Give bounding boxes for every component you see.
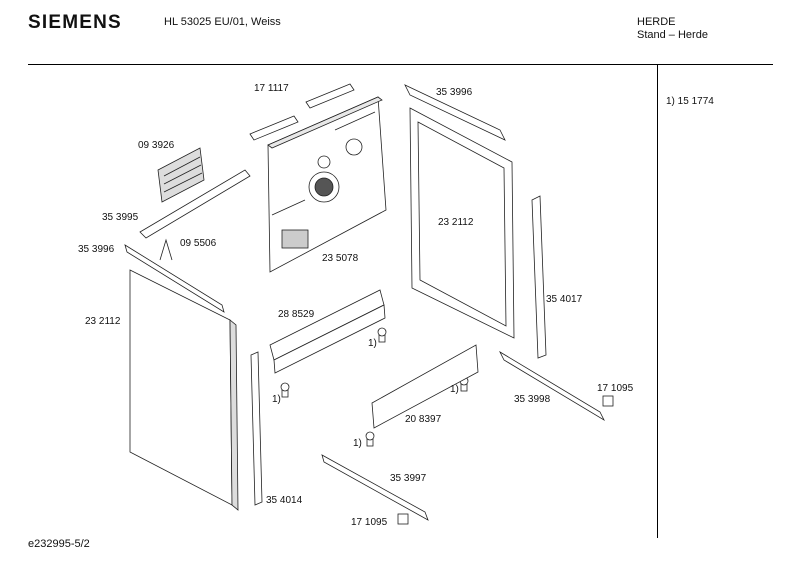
rail-part-bottom [321,454,429,521]
bracket-part-left [124,244,225,313]
model-title: HL 53025 EU/01, Weiss [164,16,281,28]
brand-logo: SIEMENS [28,12,122,33]
side-panel-left-part [129,269,239,511]
part-label: 09 5506 [180,238,217,249]
bracket-part [404,84,506,141]
foot-part [602,395,614,407]
clip-part [159,238,173,261]
part-label: 1) [368,338,377,349]
screw-part [280,327,469,447]
drawing-id: e232995-5/2 [28,538,90,550]
foot-part-bottom [397,513,409,525]
seal-strip-part [249,83,355,141]
header-divider [28,64,773,65]
part-label: 35 4014 [266,495,303,506]
part-label: 1) [272,394,281,405]
trim-strip-part [531,195,547,359]
part-label: 1) [450,384,459,395]
plinth-part [371,344,479,429]
category-subtitle: Stand – Herde [637,29,708,41]
part-label: 17 1117 [254,83,289,94]
part-label: 35 3996 [436,87,473,98]
part-label: 23 2112 [438,217,474,228]
part-label: 35 3996 [78,244,115,255]
footnote-part: 1) 15 1774 [666,96,714,107]
trim-strip-part-left [250,351,263,506]
column-divider [657,64,658,538]
part-label: 1) [353,438,362,449]
rear-panel-part [267,96,387,273]
part-label: 23 5078 [322,253,359,264]
category-title: HERDE [637,16,676,28]
side-panel-right-part [409,107,515,339]
part-label: 17 1095 [597,383,634,394]
part-label: 35 3998 [514,394,551,405]
rail-part-right [499,350,605,422]
part-label: 35 3997 [390,473,427,484]
part-label: 28 8529 [278,309,315,320]
part-label: 23 2112 [85,316,121,327]
part-label: 20 8397 [405,414,442,425]
part-label: 09 3926 [138,140,175,151]
part-label: 17 1095 [351,517,388,528]
rail-part [139,169,251,239]
part-label: 35 4017 [546,294,583,305]
vent-grille-part [157,147,205,203]
bracket-channel-part [269,289,386,374]
part-label: 35 3995 [102,212,139,223]
